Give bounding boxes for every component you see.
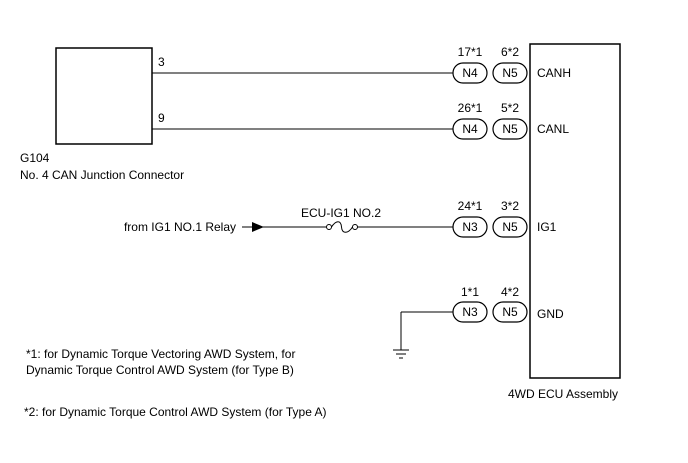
ecu-box <box>529 43 621 379</box>
connector-badge <box>492 216 528 238</box>
connector-badge <box>452 62 488 84</box>
source-label: from IG1 NO.1 Relay <box>124 220 236 234</box>
junction-connector-box <box>55 47 153 145</box>
junction-pin-canh: 3 <box>158 55 165 69</box>
connector-badge-label: N3 <box>462 305 478 319</box>
fuse-terminal-right <box>352 224 358 230</box>
pin1-label: 17*1 <box>458 45 483 59</box>
fuse-icon <box>331 221 353 233</box>
connector-badge <box>452 216 488 238</box>
pin2-label: 5*2 <box>501 101 519 115</box>
connector-badge <box>452 301 488 323</box>
footnote-1-line1: *1: for Dynamic Torque Vectoring AWD Sys… <box>26 347 296 361</box>
connector-badge-label: N4 <box>462 122 478 136</box>
connector-badge <box>492 62 528 84</box>
junction-connector-name: No. 4 CAN Junction Connector <box>20 168 184 182</box>
connector-badge-label: N5 <box>502 305 518 319</box>
footnote-1: *1: for Dynamic Torque Vectoring AWD Sys… <box>26 346 295 378</box>
fuse-terminal-left <box>326 224 332 230</box>
terminal-label: IG1 <box>537 220 557 234</box>
ecu-name: 4WD ECU Assembly <box>508 387 618 401</box>
pin2-label: 4*2 <box>501 285 519 299</box>
junction-connector-code: G104 <box>20 151 50 165</box>
footnote-2: *2: for Dynamic Torque Control AWD Syste… <box>24 405 327 419</box>
fuse-label: ECU-IG1 NO.2 <box>301 206 381 220</box>
pin1-label: 1*1 <box>461 285 479 299</box>
pin2-label: 3*2 <box>501 199 519 213</box>
junction-pin-canl: 9 <box>158 111 165 125</box>
pin1-label: 24*1 <box>458 199 483 213</box>
arrow-icon <box>252 222 264 232</box>
footnote-1-line2: Dynamic Torque Control AWD System (for T… <box>26 363 294 377</box>
terminal-label: CANH <box>537 66 571 80</box>
pin1-label: 26*1 <box>458 101 483 115</box>
pin2-label: 6*2 <box>501 45 519 59</box>
terminal-label: GND <box>537 307 564 321</box>
connector-badge-label: N5 <box>502 66 518 80</box>
connector-badge <box>492 301 528 323</box>
connector-badge-label: N3 <box>462 220 478 234</box>
connector-badge-label: N4 <box>462 66 478 80</box>
connector-badge <box>492 118 528 140</box>
connector-badge-label: N5 <box>502 220 518 234</box>
connector-badge <box>452 118 488 140</box>
terminal-label: CANL <box>537 122 569 136</box>
connector-badge-label: N5 <box>502 122 518 136</box>
